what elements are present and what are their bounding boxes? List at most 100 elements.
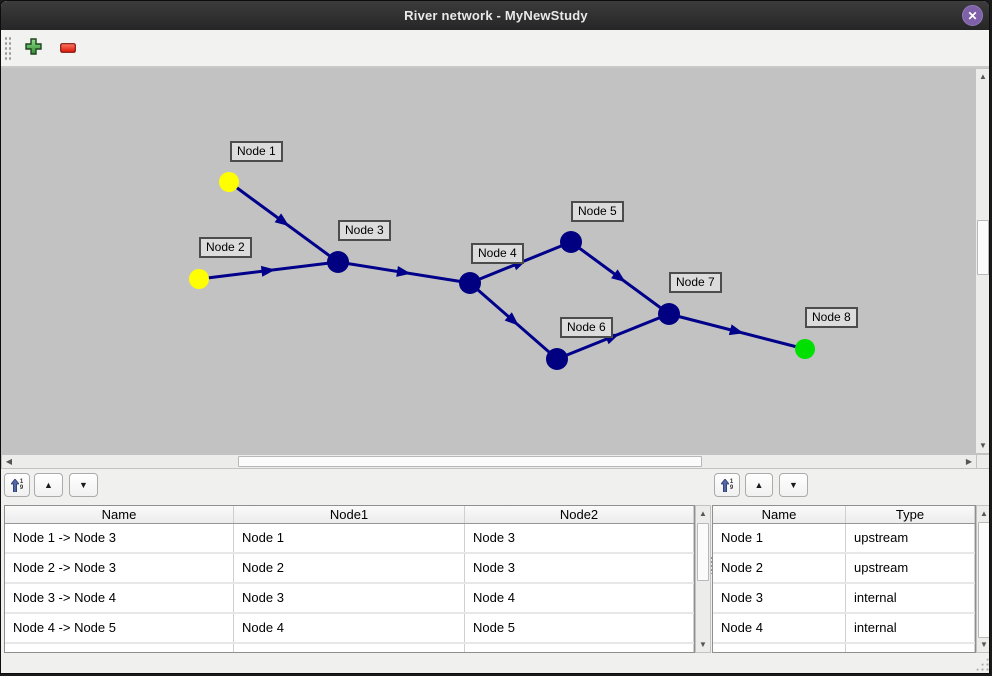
- nodes-move-up-button[interactable]: ▲: [745, 473, 773, 497]
- column-header[interactable]: Name: [5, 506, 234, 523]
- down-triangle-icon: ▼: [79, 480, 88, 490]
- nodes-move-down-button[interactable]: ▼: [779, 473, 808, 497]
- up-triangle-icon: ▲: [754, 480, 764, 490]
- table-cell: upstream: [846, 554, 975, 582]
- node-label-node2[interactable]: Node 2: [199, 237, 252, 258]
- table-row-partial: [713, 644, 975, 652]
- table-row-partial: [5, 644, 694, 652]
- main-toolbar: [1, 30, 989, 68]
- table-cell: Node 1 -> Node 3: [5, 524, 234, 552]
- canvas-hscroll-thumb[interactable]: [238, 456, 702, 467]
- node-label-node3[interactable]: Node 3: [338, 220, 391, 241]
- table-cell: Node 1: [234, 524, 465, 552]
- column-header[interactable]: Node1: [234, 506, 465, 523]
- node-label-node4[interactable]: Node 4: [471, 243, 524, 264]
- column-header[interactable]: Type: [846, 506, 975, 523]
- edge-arrowhead: [396, 265, 411, 277]
- plus-icon: [24, 38, 42, 58]
- node-node3[interactable]: [327, 251, 349, 273]
- node-node6[interactable]: [546, 348, 568, 370]
- edge-node3-to-node4[interactable]: [337, 260, 471, 285]
- add-node-button[interactable]: [20, 35, 46, 61]
- table-cell: Node 3 -> Node 4: [5, 584, 234, 612]
- edge-arrowhead: [274, 213, 290, 227]
- table-cell: internal: [846, 584, 975, 612]
- edges-scroll-thumb[interactable]: [697, 523, 709, 581]
- table-cell: upstream: [846, 524, 975, 552]
- scroll-left-icon[interactable]: ◀: [5, 457, 13, 466]
- edges-move-up-button[interactable]: ▲: [34, 473, 63, 497]
- column-header[interactable]: Node2: [465, 506, 694, 523]
- node-node7[interactable]: [658, 303, 680, 325]
- up-triangle-icon: ▲: [44, 480, 53, 490]
- node-label-node1[interactable]: Node 1: [230, 141, 283, 162]
- scroll-up-icon[interactable]: ▲: [979, 72, 987, 81]
- table-cell: Node 4: [465, 584, 694, 612]
- table-cell: Node 4 -> Node 5: [5, 614, 234, 642]
- edges-table-scrollbar[interactable]: ▲ ▼: [695, 505, 711, 653]
- node-label-node7[interactable]: Node 7: [669, 272, 722, 293]
- down-triangle-icon: ▼: [789, 480, 798, 490]
- edge-arrowhead: [504, 312, 519, 326]
- table-cell: internal: [846, 614, 975, 642]
- toolbar-drag-handle[interactable]: [4, 36, 11, 60]
- title-bar: River network - MyNewStudy ✕: [1, 1, 989, 30]
- edge-node2-to-node3[interactable]: [198, 260, 339, 281]
- edge-node4-to-node6[interactable]: [469, 281, 558, 361]
- window-title: River network - MyNewStudy: [404, 8, 588, 23]
- node-node1[interactable]: [219, 172, 239, 192]
- node-node4[interactable]: [459, 272, 481, 294]
- node-node8[interactable]: [795, 339, 815, 359]
- edge-node5-to-node7[interactable]: [570, 240, 670, 316]
- remove-node-button[interactable]: [55, 35, 81, 61]
- nodes-scroll-thumb[interactable]: [978, 522, 989, 638]
- close-button[interactable]: ✕: [962, 5, 983, 26]
- nodes-table-scrollbar[interactable]: ▲ ▼: [976, 505, 989, 653]
- node-label-node6[interactable]: Node 6: [560, 317, 613, 338]
- canvas-vscroll-thumb[interactable]: [977, 220, 989, 275]
- close-icon: ✕: [967, 8, 978, 23]
- table-cell: Node 3: [465, 524, 694, 552]
- edge-arrowhead: [260, 265, 276, 277]
- scroll-down-icon[interactable]: ▼: [979, 441, 987, 450]
- scroll-up-icon[interactable]: ▲: [699, 509, 707, 518]
- canvas-horizontal-scrollbar[interactable]: ◀ ▶: [1, 454, 977, 469]
- scroll-down-icon[interactable]: ▼: [980, 640, 988, 649]
- node-node2[interactable]: [189, 269, 209, 289]
- edge-node1-to-node3[interactable]: [228, 180, 339, 264]
- canvas-vertical-scrollbar[interactable]: ▲ ▼: [975, 68, 989, 454]
- table-cell: Node 5: [465, 614, 694, 642]
- edge-node7-to-node8[interactable]: [668, 312, 806, 351]
- scroll-down-icon[interactable]: ▼: [699, 640, 707, 649]
- table-cell: Node 1: [713, 524, 846, 552]
- scrollbar-corner: [977, 454, 989, 469]
- table-cell: Node 2 -> Node 3: [5, 554, 234, 582]
- network-canvas[interactable]: Node 1 Node 2 Node 3 Node 4 Node 5 Node 6 Node…: [1, 68, 975, 454]
- column-header[interactable]: Name: [713, 506, 846, 523]
- edges-move-down-button[interactable]: ▼: [69, 473, 98, 497]
- scroll-up-icon[interactable]: ▲: [980, 509, 988, 518]
- node-label-node8[interactable]: Node 8: [805, 307, 858, 328]
- table-cell: Node 4: [234, 614, 465, 642]
- node-node5[interactable]: [560, 231, 582, 253]
- table-cell: Node 2: [234, 554, 465, 582]
- node-label-node5[interactable]: Node 5: [571, 201, 624, 222]
- scroll-right-icon[interactable]: ▶: [965, 457, 973, 466]
